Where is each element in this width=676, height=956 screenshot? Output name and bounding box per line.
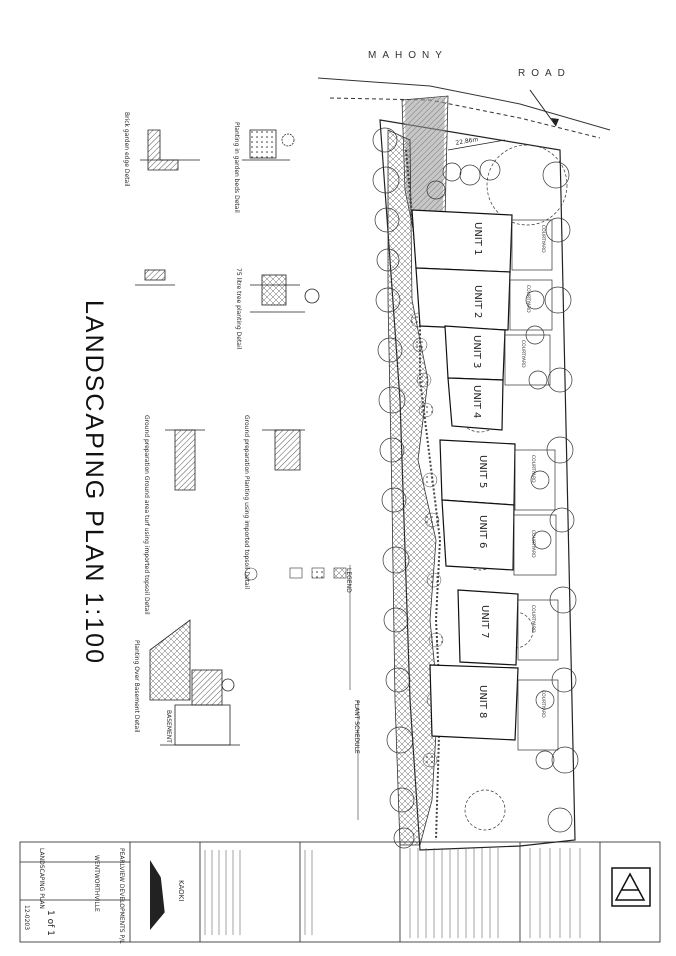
- road-label-road: ROAD: [518, 68, 571, 79]
- detail-tube-planting: 75 litre tree planting Detail: [235, 268, 242, 350]
- plant-schedule-title: PLANT SCHEDULE: [353, 700, 360, 754]
- unit-2-label: UNIT 2: [472, 285, 483, 319]
- unit-3-label: UNIT 3: [471, 335, 482, 369]
- courtyard-label: COURTYARD: [530, 530, 535, 558]
- detail-drawings: [135, 129, 320, 746]
- detail-turf-planting: Ground preparation Planting using import…: [243, 415, 250, 590]
- title-block: [19, 841, 661, 943]
- firm-name: KAOKI: [177, 880, 185, 902]
- unit-7-outline: [457, 589, 519, 666]
- trees: [372, 127, 579, 849]
- courtyard-label: COURTYARD: [530, 605, 535, 633]
- unit-1-outline: [411, 209, 513, 273]
- client-name: PEARLVIEW DEVELOPMENTS P/L: [118, 848, 125, 944]
- firm-logo: [150, 860, 180, 930]
- job-number: 12-0203: [23, 905, 30, 931]
- legend-title: LEGEND: [345, 568, 352, 593]
- courtyard-label: COURTYARD: [520, 340, 525, 368]
- unit-2-outline: [415, 267, 511, 331]
- architect-logo: [611, 867, 651, 907]
- drawing-name: LANDSCAPING PLAN: [38, 848, 45, 909]
- unit-4-label: UNIT 4: [471, 385, 482, 419]
- unit-1-label: UNIT 1: [472, 222, 483, 256]
- detail-brick-edge: Brick garden edge Detail: [123, 112, 130, 187]
- unit-4-outline: [447, 377, 504, 431]
- title-block-text-lines: [204, 848, 581, 938]
- unit-6-label: UNIT 6: [477, 515, 488, 549]
- courtyard-label: COURTYARD: [530, 455, 535, 483]
- unit-5-label: UNIT 5: [477, 455, 488, 489]
- courtyard-label: COURTYARD: [540, 225, 545, 253]
- units: [411, 209, 519, 741]
- legend-block: [244, 565, 359, 820]
- courtyards: [504, 219, 559, 751]
- unit-6-outline: [441, 499, 515, 571]
- page-title: LANDSCAPING PLAN 1:100: [80, 300, 108, 665]
- road-label-mahony: MAHONY: [368, 50, 448, 61]
- unit-8-label: UNIT 8: [477, 685, 488, 719]
- dimension-line: [447, 139, 506, 151]
- courtyard-label: COURTYARD: [540, 690, 545, 718]
- basement-label: BASEMENT: [165, 710, 172, 743]
- detail-turf-grass: Ground preparation Ground area turf usin…: [143, 415, 150, 615]
- sheet-number: 1 of 1: [45, 910, 55, 936]
- unit-7-label: UNIT 7: [479, 605, 490, 639]
- project-name: WENTWORTHVILLE: [93, 855, 100, 912]
- courtyard-label: COURTYARD: [525, 285, 530, 313]
- north-arrow-icon: [529, 89, 559, 127]
- detail-planting-basement: Planting Over Basement Detail: [133, 640, 140, 733]
- detail-planting-beds: Planting in garden beds Detail: [233, 122, 240, 213]
- road-boundary: [317, 77, 611, 139]
- unit-8-outline: [429, 664, 519, 741]
